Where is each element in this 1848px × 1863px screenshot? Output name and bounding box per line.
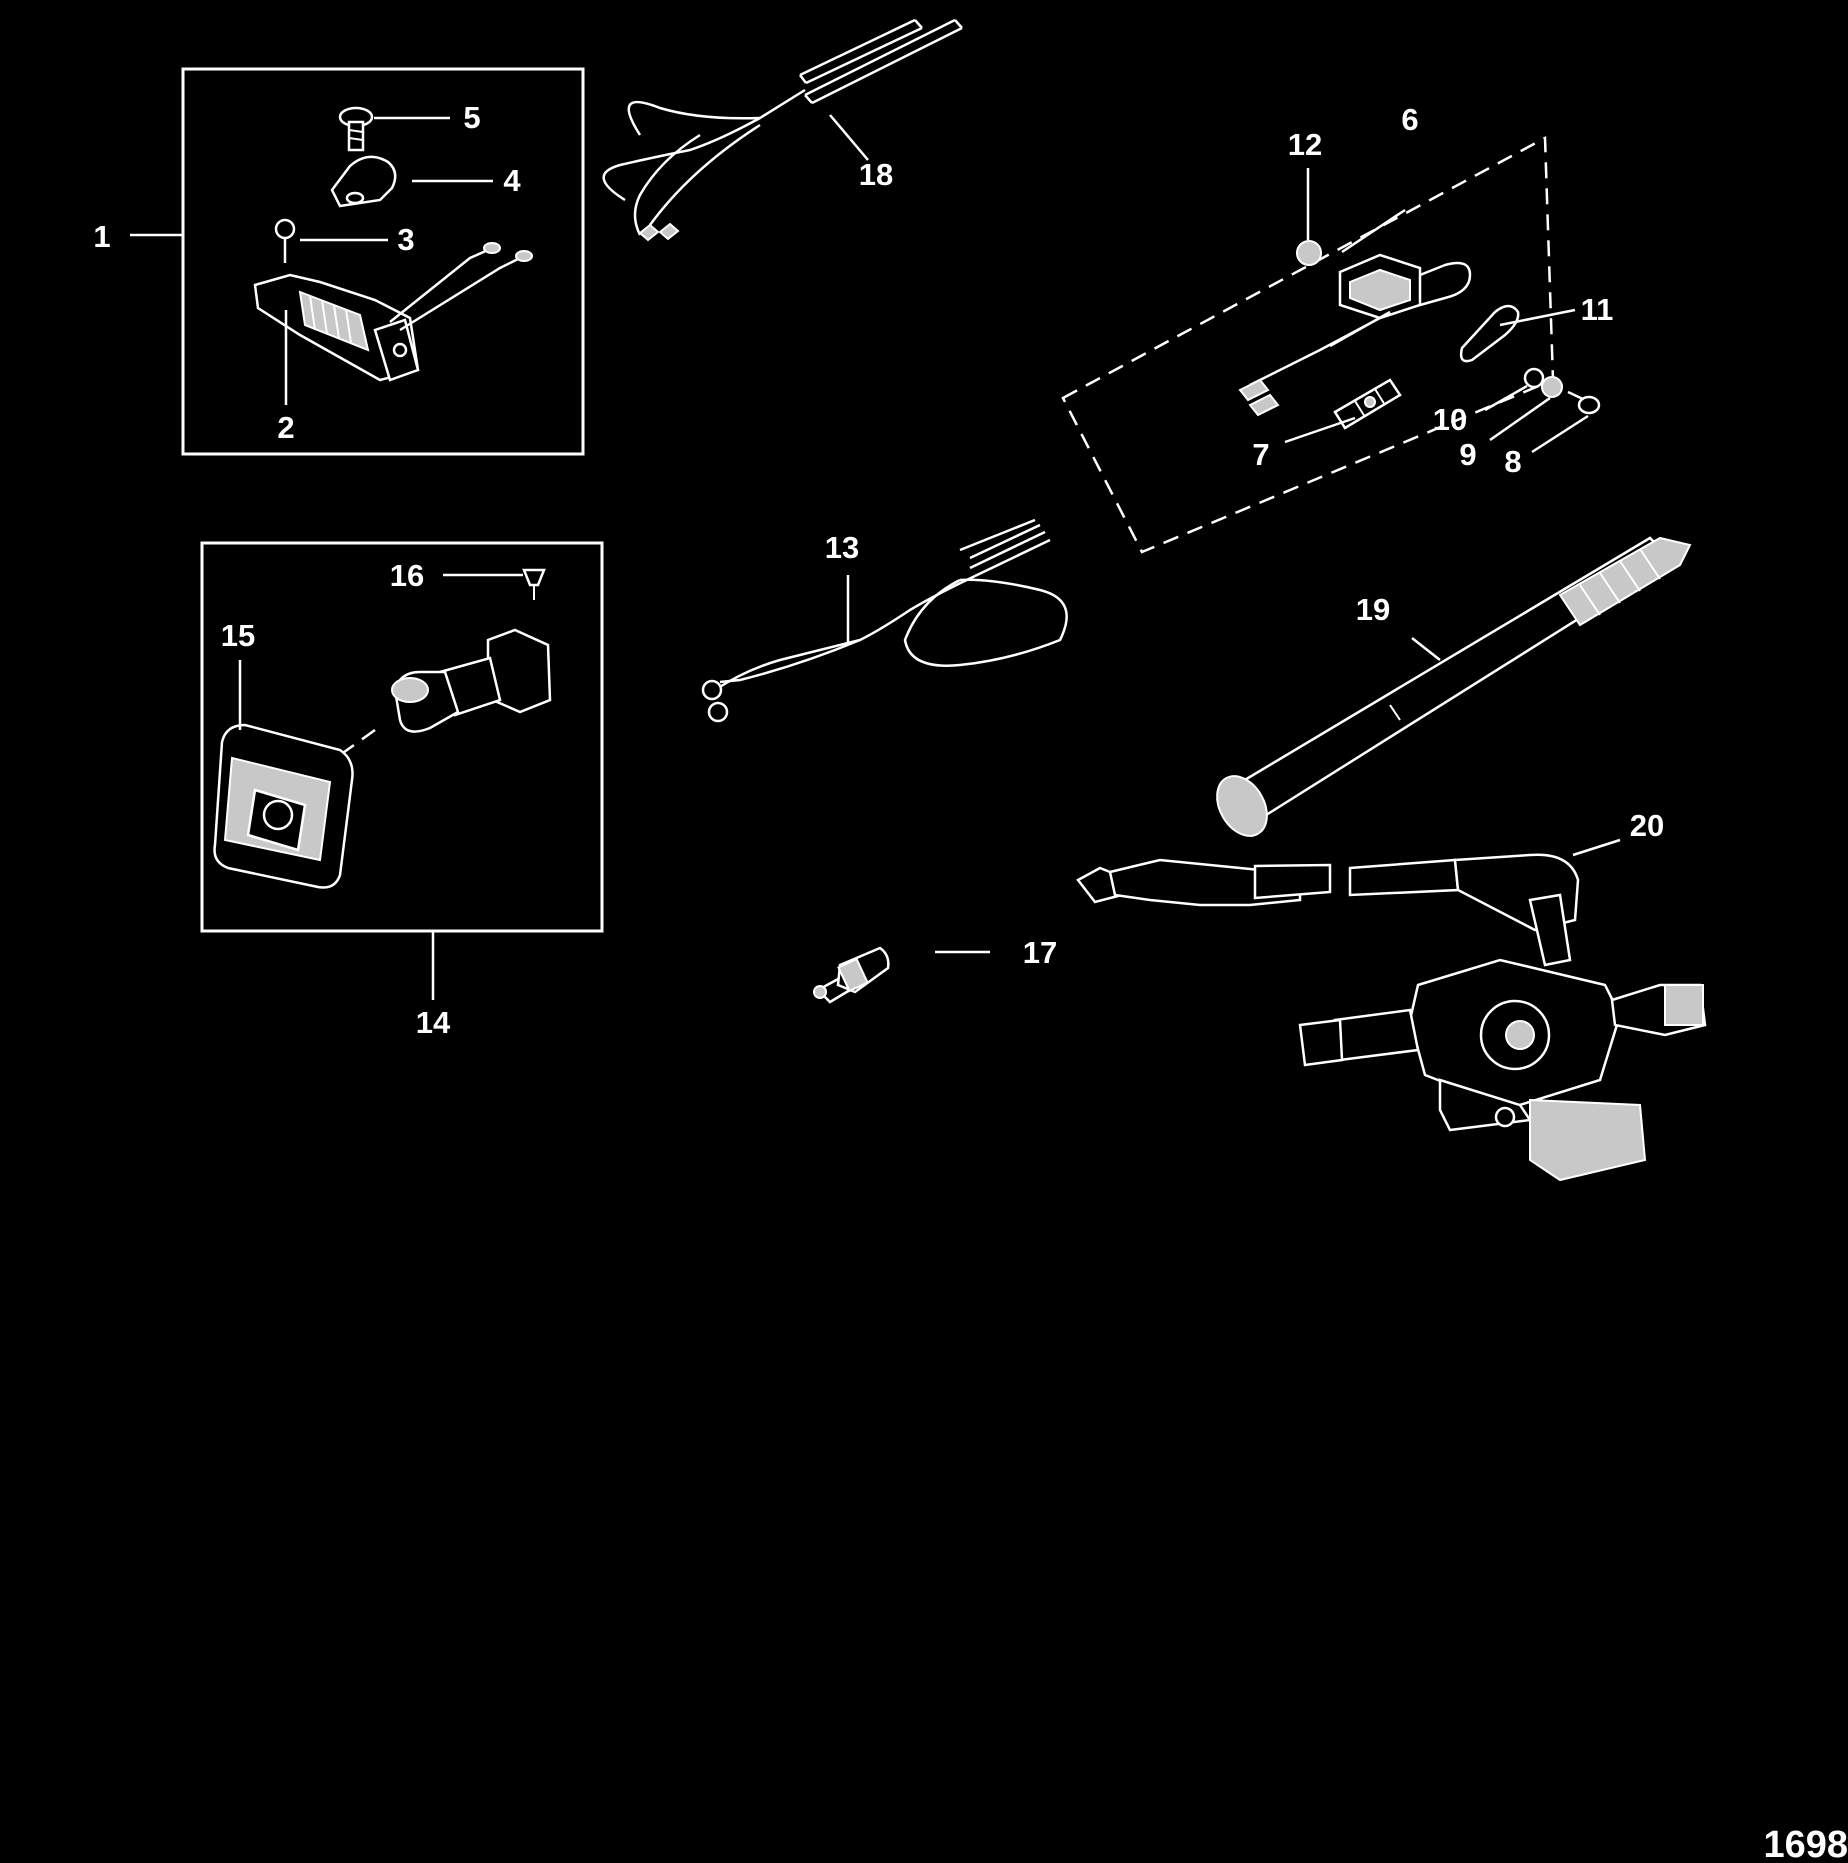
callout-2: 2 — [277, 410, 294, 445]
callout-13: 13 — [825, 530, 859, 565]
callout-18: 18 — [859, 157, 893, 192]
callout-8: 8 — [1504, 444, 1521, 479]
leader-9 — [1489, 396, 1551, 442]
callout-20: 20 — [1630, 808, 1664, 843]
callout-12: 12 — [1288, 127, 1322, 162]
callout-4: 4 — [503, 163, 521, 198]
callout-16: 16 — [390, 558, 424, 593]
connector-part-2 — [253, 242, 533, 382]
callout-3: 3 — [397, 222, 414, 257]
leader-18 — [829, 114, 869, 161]
sender-part-17 — [813, 946, 890, 1004]
screw-part-3 — [274, 218, 296, 263]
clamp-part-4 — [330, 155, 397, 208]
leader-10 — [1484, 384, 1528, 412]
screw-part-16 — [522, 568, 546, 600]
harness-part-18 — [602, 18, 963, 242]
callout-6: 6 — [1401, 102, 1418, 137]
callout-5: 5 — [463, 100, 480, 135]
leader-lines — [130, 114, 1621, 1000]
group-box-item-14 — [200, 541, 604, 933]
callout-17: 17 — [1023, 935, 1057, 970]
switch-plate-part-15 — [213, 723, 354, 889]
group-box-item-1 — [181, 67, 585, 456]
leader-7 — [1284, 416, 1356, 444]
callout-19: 19 — [1356, 592, 1390, 627]
washer-part-9 — [1541, 376, 1563, 398]
leader-20 — [1572, 838, 1621, 857]
callout-9: 9 — [1459, 437, 1476, 472]
screw-part-8 — [1567, 390, 1601, 415]
callout-labels: 1 2 3 4 5 6 7 8 9 10 11 12 13 14 15 16 1… — [93, 100, 1664, 1040]
relay-part-6 — [1238, 253, 1472, 417]
callout-14: 14 — [416, 1005, 451, 1040]
callout-10: 10 — [1433, 402, 1467, 437]
callout-7: 7 — [1252, 437, 1269, 472]
leader-8 — [1531, 414, 1589, 454]
callout-1: 1 — [93, 219, 110, 254]
nut-part-12 — [1296, 240, 1322, 266]
harness-part-13 — [701, 518, 1068, 723]
tube-part-19 — [1216, 536, 1692, 837]
leader-6 — [1341, 208, 1406, 254]
leader-19 — [1411, 637, 1441, 661]
callout-15: 15 — [221, 618, 255, 653]
washer-part-10 — [1523, 367, 1545, 389]
figure-number: 1698 — [1763, 1824, 1848, 1863]
callout-11: 11 — [1581, 292, 1614, 327]
remote-control-part-20 — [1076, 853, 1707, 1182]
switch-bracket — [339, 628, 552, 757]
screw-part-5 — [338, 106, 374, 152]
leader-11 — [1499, 308, 1576, 327]
